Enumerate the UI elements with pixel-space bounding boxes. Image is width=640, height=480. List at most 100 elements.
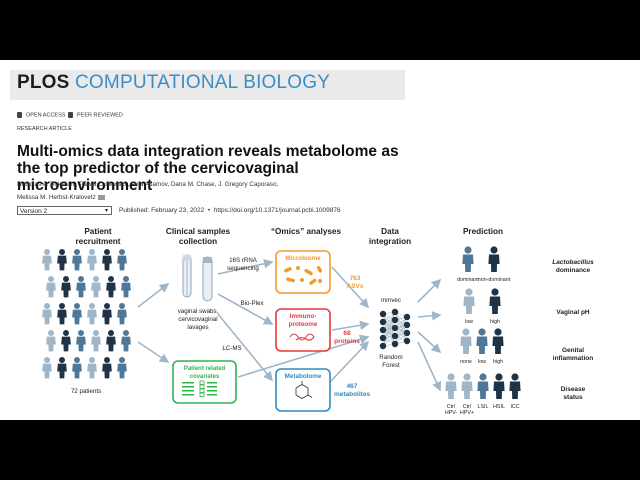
author-list-line1[interactable]: Nicholas A. Bokulich , Paweł Łaniewski ,… [17, 181, 279, 188]
network-node [379, 342, 387, 350]
publication-info: Published: February 23, 2022 • https://d… [119, 207, 341, 214]
article-type: RESEARCH ARTICLE [17, 126, 72, 132]
journal-masthead[interactable]: PLOS COMPUTATIONAL BIOLOGY [10, 70, 405, 100]
immunoproteome-label-2: proteome [289, 321, 318, 328]
published-date: Published: February 23, 2022 [119, 207, 205, 214]
sample-caption-2: cervicovaginal [178, 316, 217, 323]
mmvec-label: mmvec [381, 297, 401, 304]
prediction-level-label: low [478, 359, 486, 365]
graphical-abstract: Patient recruitment Clinical samples col… [42, 227, 594, 416]
author-name[interactable]: Melissa M. Herbst-Kralovetz [17, 194, 96, 201]
prediction-figure-icon [462, 246, 474, 272]
metabolome-box: Metabolome [275, 368, 331, 412]
prediction-figure-icon [492, 328, 504, 354]
microbiome-label: Microbiome [285, 255, 321, 262]
network-edge [394, 324, 408, 345]
count-proteins-value: 68 [343, 330, 351, 337]
header-omics: “Omics” analyses [271, 227, 342, 236]
pred-inflam-title-1: Genital [562, 347, 584, 354]
patient-count: 72 patients [71, 388, 101, 395]
pred-lacto-title-1: Lactobacillus [552, 259, 594, 266]
prediction-level-label: ICC [510, 404, 519, 410]
patient-figure-icon [117, 356, 127, 379]
prediction-figure-icon [493, 373, 505, 399]
peer-reviewed-icon [68, 112, 73, 118]
patient-figure-icon [42, 302, 52, 325]
patient-figure-icon [106, 275, 116, 298]
prediction-figure-icon [488, 246, 500, 272]
version-select-value: Version 2 [20, 208, 48, 215]
patient-figure-icon [91, 329, 101, 352]
network-node [391, 316, 399, 324]
prediction-level-label: non-dominant [478, 277, 511, 283]
covariates-box: Patient related covariates [172, 360, 237, 404]
network-node [391, 324, 399, 332]
molecule-icon [295, 381, 313, 399]
pred-disease-title-2: status [563, 394, 583, 401]
arrows [137, 259, 442, 392]
patient-figure-icon [72, 302, 82, 325]
random-forest-label-1: Random [379, 354, 402, 361]
journal-logo[interactable]: PLOS COMPUTATIONAL BIOLOGY [17, 72, 330, 94]
header-data-integration-2: integration [369, 237, 411, 246]
method-bioplex: Bio-Plex [240, 300, 264, 307]
prediction-level-label: dominant [457, 277, 479, 283]
network-node [391, 340, 399, 348]
immunoproteome-label-1: Immuno- [290, 313, 317, 320]
network-node [391, 332, 399, 340]
network-edge [382, 319, 396, 347]
journal-name-part1: PLOS [17, 72, 70, 93]
method-16s-1: 16S rRNA [229, 257, 258, 264]
header-patient-recruitment-1: Patient [84, 227, 112, 236]
network-node [379, 326, 387, 334]
network-edge [382, 311, 396, 339]
network-node [391, 308, 399, 316]
prediction-figure-icon [445, 373, 457, 399]
network-node [379, 334, 387, 342]
prediction-level-label: LSIL [478, 404, 489, 410]
pred-ph-title: Vaginal pH [556, 309, 590, 316]
chevron-down-icon: ▾ [104, 208, 108, 214]
open-access-badge[interactable]: OPEN ACCESS [17, 112, 65, 118]
header-clinical-samples-1: Clinical samples [166, 227, 231, 236]
network-edge [382, 311, 396, 331]
prediction-level-label: none [460, 359, 472, 365]
prediction-figure-icon [476, 328, 488, 354]
prediction-level-label: HSIL [493, 404, 505, 410]
prediction-figure-icon [509, 373, 521, 399]
metabolome-label: Metabolome [285, 373, 322, 380]
covariates-label-2: covariates [190, 374, 220, 380]
method-lcms: LC-MS [222, 345, 241, 352]
patient-figure-icon [87, 248, 97, 271]
sample-caption-3: lavages [187, 324, 208, 331]
patient-figure-icon [42, 356, 52, 379]
patient-figure-icon [42, 248, 52, 271]
network-edge [382, 327, 396, 347]
patient-figure-icon [121, 275, 131, 298]
count-asvs-value: 763 [350, 275, 361, 282]
patient-figure-icon [76, 275, 86, 298]
orcid-icon[interactable] [97, 194, 105, 200]
author-list-line2[interactable]: Melissa M. Herbst-Kralovetz [17, 194, 105, 201]
count-metabolites-unit: metabolites [334, 391, 371, 398]
doi-link[interactable]: https://doi.org/10.1371/journal.pcbi.100… [213, 207, 341, 214]
peer-reviewed-badge[interactable]: PEER REVIEWED [68, 112, 123, 118]
patient-figure-icon [106, 329, 116, 352]
sample-tubes-icon [182, 254, 213, 302]
checklist-icon [182, 380, 217, 397]
pred-disease-title-1: Disease [561, 386, 586, 393]
prediction-level-label: high [493, 359, 503, 365]
prediction-figure-icon [463, 288, 475, 314]
network-node [403, 313, 411, 321]
version-select[interactable]: Version 2 ▾ [17, 206, 112, 215]
method-16s-2: sequencing [227, 265, 259, 272]
patient-figure-icon [72, 356, 82, 379]
patient-figure-icon [91, 275, 101, 298]
microbiome-box: Microbiome [275, 250, 331, 294]
count-asvs-unit: ASVs [347, 283, 364, 290]
patient-figure-icon [57, 356, 67, 379]
neural-network-icon [379, 308, 411, 350]
network-node [403, 321, 411, 329]
